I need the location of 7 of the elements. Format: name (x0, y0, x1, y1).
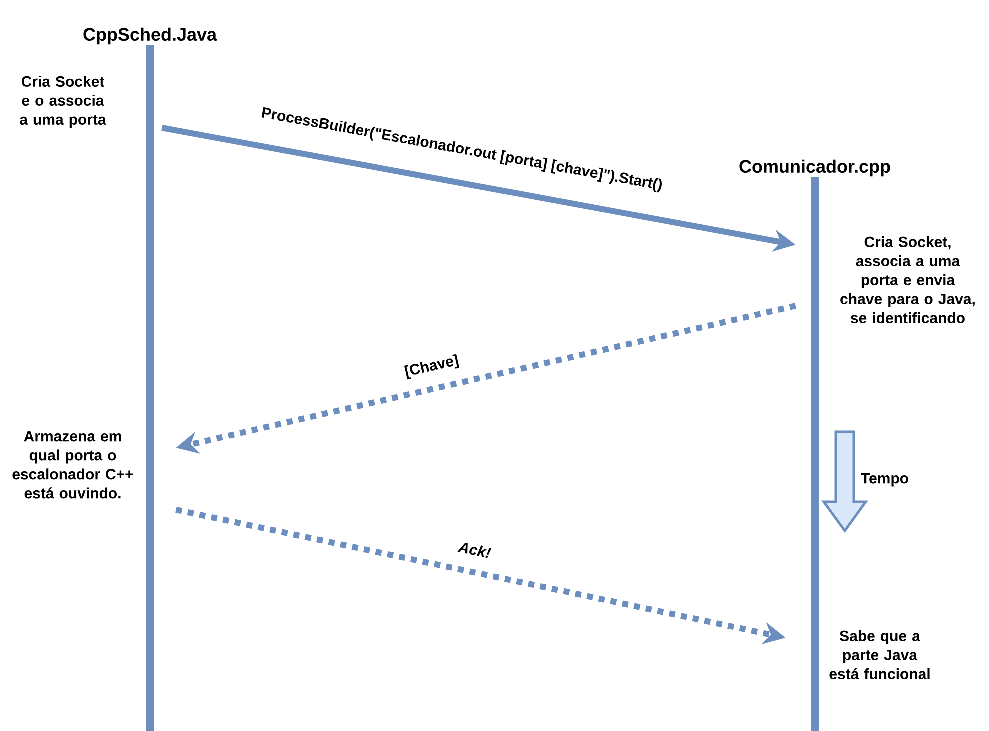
note-text: Cria Socket e o associa a uma porta (20, 76, 106, 128)
note-text: Armazena em qual porta o escalonador C++ está ouvindo. (12, 431, 134, 499)
node-label: CppSched.Java (84, 28, 218, 45)
edge-label: Ack! (456, 540, 494, 560)
note-text: Tempo (861, 473, 908, 487)
note-text: Cria Socket, associa a uma porta e envia chave para o Java, se identificando (840, 236, 975, 324)
node-label: Comunicador.cpp (740, 160, 890, 177)
